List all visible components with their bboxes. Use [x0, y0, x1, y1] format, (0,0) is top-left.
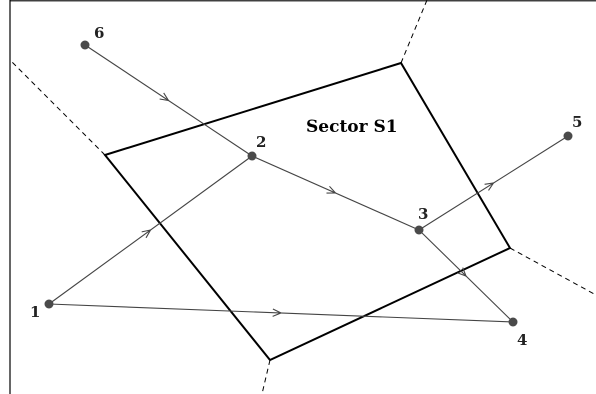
node-label-1: 1: [30, 303, 40, 321]
boundary-top-right: [400, 0, 428, 64]
node-3: [414, 225, 424, 235]
arrowhead-3-5: [484, 182, 495, 191]
sector-label: Sector S1: [306, 117, 398, 137]
node-6: [80, 40, 90, 50]
arrowhead-2-3: [326, 185, 337, 194]
node-label-6: 6: [94, 24, 104, 42]
node-4: [508, 317, 518, 327]
arrowhead-1-2: [141, 229, 152, 239]
boundary-right: [509, 247, 596, 296]
boundary-left: [9, 59, 106, 156]
boundary-bottom: [261, 359, 271, 394]
arrowhead-1-4: [272, 308, 283, 317]
node-label-2: 2: [256, 133, 266, 151]
node-5: [563, 131, 573, 141]
arrowhead-3-4: [457, 267, 467, 277]
routes: [48, 44, 569, 323]
node-1: [44, 299, 54, 309]
node-label-4: 4: [517, 331, 527, 349]
arrowhead-6-2: [159, 92, 170, 102]
node-label-5: 5: [572, 113, 582, 131]
node-2: [247, 151, 257, 161]
nodes: 1 2 3 4 5 6: [30, 24, 582, 349]
sector-s1-boundary: [103, 61, 512, 362]
node-label-3: 3: [418, 205, 428, 223]
